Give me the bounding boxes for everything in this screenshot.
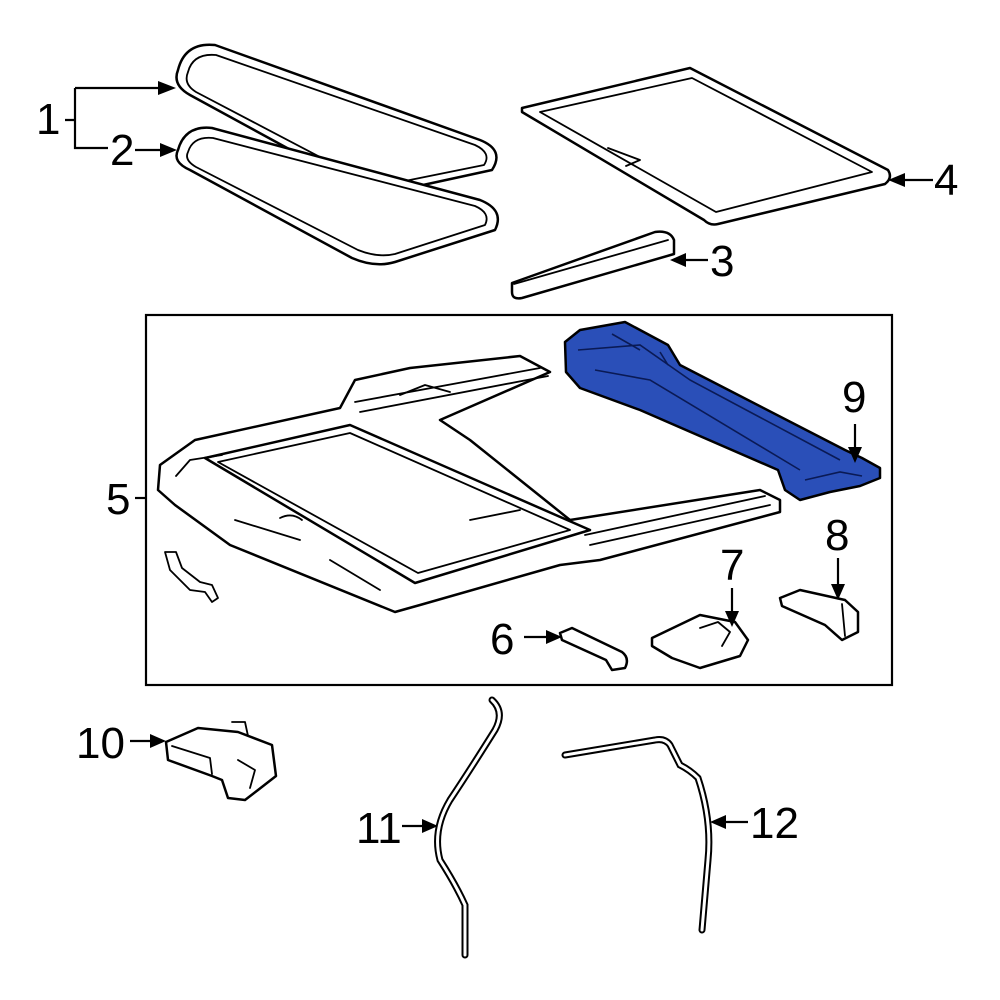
part-3-deflector[interactable] xyxy=(510,230,676,300)
part-11-drain-hose[interactable] xyxy=(434,696,503,959)
part-5-frame[interactable] xyxy=(156,354,782,614)
callout-6: 6 xyxy=(490,615,514,664)
callout-5: 5 xyxy=(106,475,130,524)
callout-3: 3 xyxy=(710,237,734,286)
part-1-seal[interactable] xyxy=(175,43,498,193)
callout-8: 8 xyxy=(825,511,849,560)
part-9-reinforcement[interactable] xyxy=(563,320,882,502)
part-4-panel[interactable] xyxy=(520,66,892,226)
callout-12: 12 xyxy=(750,799,799,848)
frame-clip[interactable] xyxy=(164,551,219,603)
callout-4: 4 xyxy=(934,156,958,205)
leader-lines xyxy=(65,81,933,833)
assembly-5-box xyxy=(144,313,894,687)
part-2-seal[interactable] xyxy=(175,126,500,266)
callout-11: 11 xyxy=(356,804,402,853)
callout-10: 10 xyxy=(76,719,125,768)
part-7-bracket[interactable] xyxy=(650,613,750,670)
part-8-bracket[interactable] xyxy=(778,588,860,642)
part-10-motor[interactable] xyxy=(164,721,278,802)
callout-9: 9 xyxy=(842,373,866,422)
callout-2: 2 xyxy=(110,126,134,175)
part-12-drain-hose[interactable] xyxy=(561,736,713,934)
part-6-bracket[interactable] xyxy=(558,626,629,672)
callout-7: 7 xyxy=(720,541,744,590)
callout-1: 1 xyxy=(36,95,60,144)
